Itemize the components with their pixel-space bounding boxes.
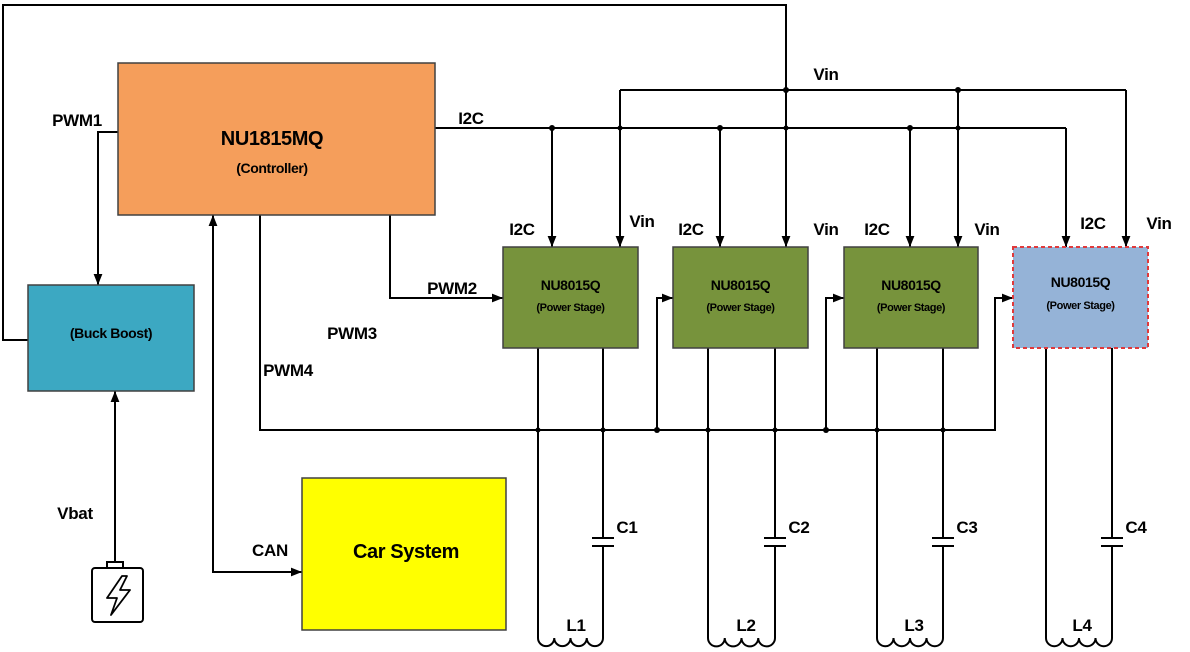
car-system-label: Car System bbox=[353, 541, 459, 563]
inductor-coil bbox=[537, 637, 604, 648]
stage-1-vin-label: Vin bbox=[629, 212, 654, 231]
capacitor-label: C1 bbox=[616, 518, 637, 537]
power-stage-2: NU8015Q (Power Stage) bbox=[672, 246, 809, 349]
power-stage-box bbox=[502, 246, 639, 349]
power-stage-4: NU8015Q (Power Stage) bbox=[1012, 246, 1149, 349]
pwm2-wire bbox=[389, 215, 503, 303]
crossing-dot bbox=[617, 125, 623, 131]
pwm-bus-wire bbox=[259, 215, 1013, 431]
buck-boost-label: (Buck Boost) bbox=[70, 325, 152, 341]
pwm-branch-stage-3 bbox=[825, 293, 844, 430]
inductor-coil bbox=[1045, 637, 1113, 648]
junction-dot bbox=[823, 427, 829, 433]
can-wire bbox=[208, 215, 302, 577]
battery-icon bbox=[91, 561, 144, 623]
power-stage-subtitle: (Power Stage) bbox=[877, 302, 946, 314]
capacitor-symbol bbox=[764, 537, 786, 547]
pwm-branch-stage-2 bbox=[656, 293, 673, 430]
vin-bus-label: Vin bbox=[813, 65, 838, 84]
buck-boost-block: (Buck Boost) bbox=[27, 284, 195, 392]
crossing-dot bbox=[783, 125, 789, 131]
power-stage-title: NU8015Q bbox=[881, 277, 941, 293]
stage-2-vin-label: Vin bbox=[813, 220, 838, 239]
highlight-dashed-border bbox=[1012, 246, 1149, 349]
junction-dot bbox=[955, 87, 961, 93]
pwm2-label: PWM2 bbox=[427, 279, 477, 298]
stage-3-i2c-label: I2C bbox=[864, 220, 890, 239]
car-system-box bbox=[301, 477, 507, 631]
controller-title: NU1815MQ bbox=[221, 128, 323, 150]
junction-dot bbox=[907, 125, 913, 131]
capacitor-symbol bbox=[592, 537, 614, 547]
inductor-coil bbox=[876, 637, 944, 648]
stage-4-i2c-label: I2C bbox=[1080, 214, 1106, 233]
capacitor-symbol bbox=[932, 537, 954, 547]
vin-supply-wire bbox=[2, 4, 791, 341]
inductor-coil bbox=[707, 637, 776, 648]
inductor-label: L1 bbox=[566, 616, 585, 635]
power-stage-title: NU8015Q bbox=[1051, 274, 1111, 290]
junction-dot bbox=[549, 125, 555, 131]
signal-labels: PWM1 I2C Vin PWM2 PWM3 PWM4 Vbat CAN I2C… bbox=[52, 65, 1172, 560]
controller-subtitle: (Controller) bbox=[236, 160, 307, 176]
inductor-label: L2 bbox=[736, 616, 755, 635]
car-system-block: Car System bbox=[301, 477, 507, 631]
capacitor-label: C3 bbox=[956, 518, 977, 537]
vbat-label: Vbat bbox=[57, 504, 93, 523]
lightning-bolt-icon bbox=[106, 575, 131, 616]
power-stage-subtitle: (Power Stage) bbox=[1046, 300, 1115, 312]
power-stage-box bbox=[672, 246, 809, 349]
controller-box bbox=[117, 62, 436, 216]
junction-dot bbox=[783, 87, 789, 93]
stage-2-i2c-label: I2C bbox=[678, 220, 704, 239]
power-stage-title: NU8015Q bbox=[711, 277, 771, 293]
pwm1-wire bbox=[93, 131, 118, 285]
power-stage-box-highlighted bbox=[1013, 247, 1148, 348]
crossing-dot bbox=[955, 125, 961, 131]
capacitor-symbol bbox=[1101, 537, 1123, 547]
can-label: CAN bbox=[252, 541, 288, 560]
pwm4-label: PWM4 bbox=[263, 361, 314, 380]
pwm3-label: PWM3 bbox=[327, 324, 377, 343]
buck-boost-box bbox=[27, 284, 195, 392]
battery-body bbox=[91, 567, 144, 623]
stage-4-vin-label: Vin bbox=[1146, 214, 1171, 233]
power-stage-subtitle: (Power Stage) bbox=[706, 302, 775, 314]
controller-block: NU1815MQ (Controller) bbox=[117, 62, 436, 216]
power-stage-3: NU8015Q (Power Stage) bbox=[843, 246, 979, 349]
junction-dot bbox=[717, 125, 723, 131]
junction-dot bbox=[654, 427, 660, 433]
output-stage-3: C3 L3 bbox=[876, 348, 978, 648]
pwm1-label: PWM1 bbox=[52, 111, 102, 130]
output-stage-2: C2 L2 bbox=[707, 348, 810, 648]
power-stage-1: NU8015Q (Power Stage) bbox=[502, 246, 639, 349]
capacitor-label: C4 bbox=[1125, 518, 1147, 537]
power-stage-title: NU8015Q bbox=[541, 277, 601, 293]
i2c-bus-label: I2C bbox=[458, 109, 484, 128]
stage-1-i2c-label: I2C bbox=[509, 220, 535, 239]
output-stage-4: C4 L4 bbox=[1045, 348, 1148, 648]
wires bbox=[2, 4, 1131, 577]
inductor-label: L4 bbox=[1072, 616, 1092, 635]
stage-3-vin-label: Vin bbox=[974, 220, 999, 239]
capacitor-label: C2 bbox=[788, 518, 809, 537]
output-stage-1: C1 L1 bbox=[537, 348, 638, 648]
power-stage-subtitle: (Power Stage) bbox=[536, 302, 605, 314]
power-stage-box bbox=[843, 246, 979, 349]
inductor-label: L3 bbox=[904, 616, 923, 635]
